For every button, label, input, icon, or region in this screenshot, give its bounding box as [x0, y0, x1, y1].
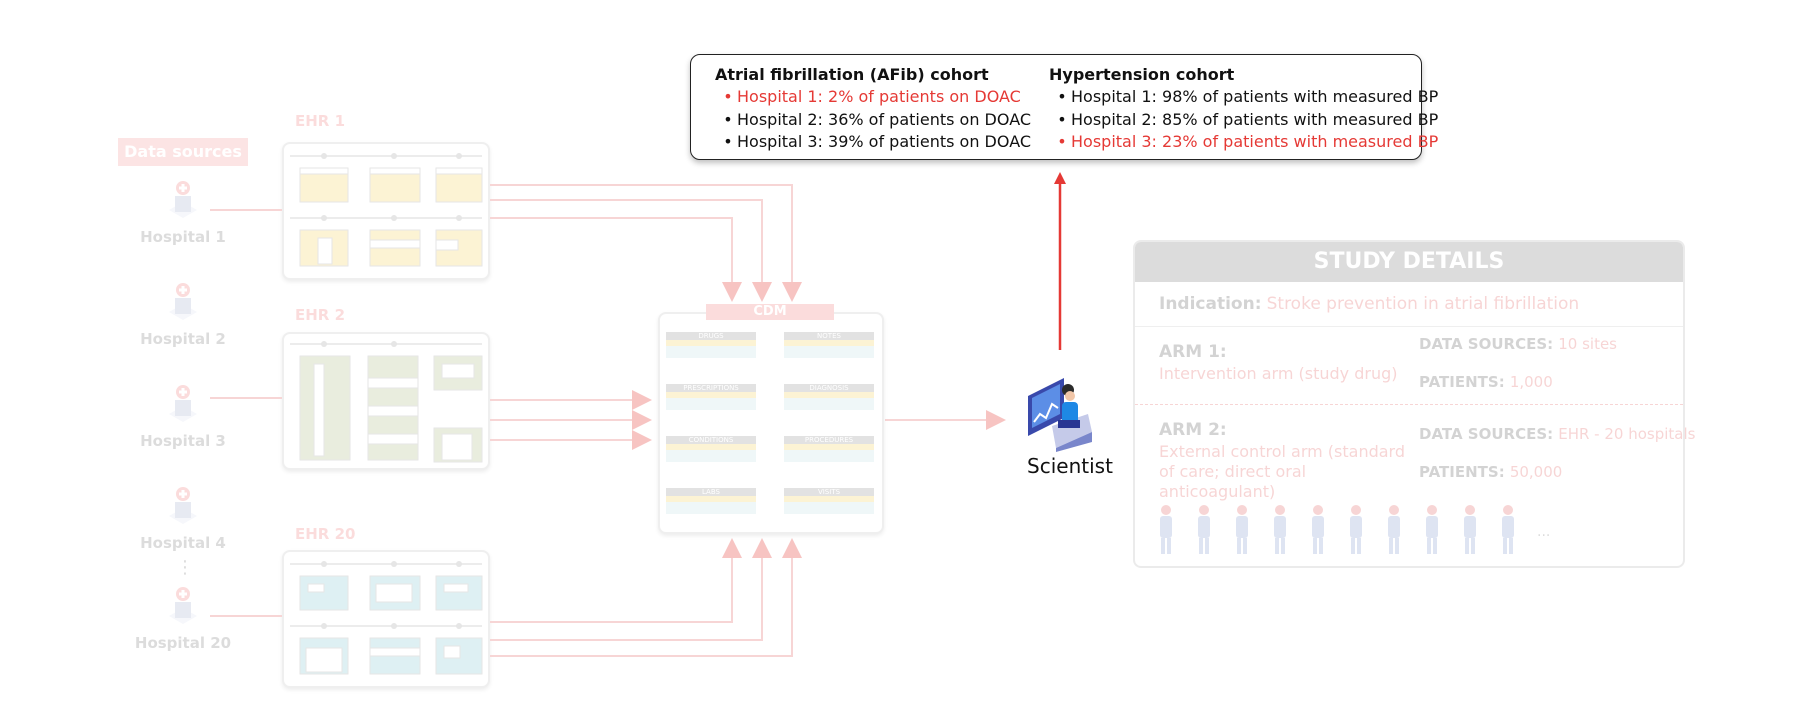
patient-icon	[1198, 505, 1210, 554]
hospital-label: Hospital 1	[140, 228, 226, 246]
arm2-label: ARM 2:	[1159, 420, 1227, 440]
bullet: •	[723, 87, 733, 106]
bullet: •	[723, 109, 733, 129]
hypertension-cohort-item-text: Hospital 2: 85% of patients with measure…	[1071, 109, 1439, 129]
hospital-icon	[169, 283, 197, 320]
afib-cohort-item: •Hospital 2: 36% of patients on DOAC	[715, 109, 1031, 132]
cdm-table: LABS	[666, 488, 756, 514]
arm2-sources-value: EHR - 20 hospitals	[1558, 425, 1696, 443]
cdm-label: CDM	[706, 304, 834, 320]
ehr-1-title: EHR 1	[295, 112, 346, 130]
arm2-patients-label: PATIENTS:	[1419, 463, 1505, 481]
ehr-20-title: EHR 20	[295, 525, 356, 543]
arm2-sources-label: DATA SOURCES:	[1419, 425, 1554, 443]
arm2-desc: External control arm (standard of care; …	[1159, 442, 1405, 501]
ehr-2-tables	[290, 341, 483, 463]
patient-icon	[1388, 505, 1400, 554]
hospital-label: Hospital 2	[140, 330, 226, 348]
patient-icon	[1464, 505, 1476, 554]
ehr-20-tables	[290, 561, 483, 675]
ehr-1-panel	[282, 142, 490, 280]
hospital-label: Hospital 20	[134, 634, 232, 652]
ehr-2-title: EHR 2	[295, 306, 346, 324]
hospital-icon	[169, 385, 197, 422]
patient-icon	[1274, 505, 1286, 554]
hypertension-cohort-item: •Hospital 2: 85% of patients with measur…	[1049, 109, 1438, 132]
bullet: •	[1057, 109, 1067, 129]
scientist-label: Scientist	[1027, 454, 1113, 478]
cdm-table-name: PRESCRIPTIONS	[666, 384, 756, 392]
patient-icon	[1236, 505, 1248, 554]
arm1-patients-value: 1,000	[1509, 373, 1553, 391]
arm1-sources-value: 10 sites	[1558, 335, 1617, 353]
ehr-2-panel	[282, 332, 490, 470]
cdm-table-name: VISITS	[784, 488, 874, 496]
hospital-label: Hospital 3	[140, 432, 226, 450]
cdm-table: NOTES	[784, 332, 874, 358]
afib-cohort-item-text: Hospital 1: 2% of patients on DOAC	[737, 87, 1021, 106]
indication-value: Stroke prevention in atrial fibrillation	[1266, 294, 1580, 314]
cdm-table-name: CONDITIONS	[666, 436, 756, 444]
hypertension-cohort-list: •Hospital 1: 98% of patients with measur…	[1049, 86, 1438, 154]
bullet: •	[1057, 132, 1067, 151]
hospital-ellipsis: ⋮	[176, 557, 194, 578]
ehr-1-tables	[290, 153, 483, 267]
study-details-title: STUDY DETAILS	[1135, 242, 1683, 282]
arm1-patients-label: PATIENTS:	[1419, 373, 1505, 391]
study-details-panel: STUDY DETAILS Indication: Stroke prevent…	[1133, 240, 1695, 568]
patient-icon	[1350, 505, 1362, 554]
cdm-table: PROCEDURES	[784, 436, 874, 462]
patients-ellipsis: ...	[1537, 524, 1551, 540]
cdm-table: DRUGS	[666, 332, 756, 358]
cdm-table: CONDITIONS	[666, 436, 756, 462]
afib-cohort-item: •Hospital 3: 39% of patients on DOAC	[715, 131, 1031, 154]
cdm-table-name: PROCEDURES	[784, 436, 874, 444]
indication-label: Indication:	[1159, 294, 1262, 314]
afib-cohort-list: •Hospital 1: 2% of patients on DOAC•Hosp…	[715, 86, 1031, 154]
bullet: •	[1057, 87, 1067, 106]
arm1-desc: Intervention arm (study drug)	[1159, 364, 1398, 383]
patient-icon	[1312, 505, 1324, 554]
patient-icon	[1426, 505, 1438, 554]
cdm-table: DIAGNOSIS	[784, 384, 874, 410]
hospital-icon	[169, 181, 197, 218]
hospital-icon	[169, 487, 197, 524]
cdm-table-name: LABS	[666, 488, 756, 496]
hypertension-cohort-item-text: Hospital 3: 23% of patients with measure…	[1071, 132, 1439, 151]
afib-cohort-item-text: Hospital 2: 36% of patients on DOAC	[737, 109, 1032, 129]
cdm-table-name: DRUGS	[666, 332, 756, 340]
hypertension-cohort-item: •Hospital 3: 23% of patients with measur…	[1049, 131, 1438, 154]
hypertension-cohort-item-text: Hospital 1: 98% of patients with measure…	[1071, 87, 1439, 106]
arm1-sources-label: DATA SOURCES:	[1419, 335, 1554, 353]
afib-cohort: Atrial fibrillation (AFib) cohort •Hospi…	[715, 65, 1031, 154]
afib-cohort-item-text: Hospital 3: 39% of patients on DOAC	[737, 132, 1032, 151]
cdm-table: VISITS	[784, 488, 874, 514]
cdm-panel	[658, 312, 884, 534]
hospital-icon	[169, 587, 197, 624]
hypertension-cohort-item: •Hospital 1: 98% of patients with measur…	[1049, 86, 1438, 109]
patient-icon	[1160, 505, 1172, 554]
cdm-table-name: DIAGNOSIS	[784, 384, 874, 392]
scientist-to-callout-arrow	[1054, 172, 1066, 350]
data-sources-label: Data sources	[118, 138, 248, 166]
arm2-patients-value: 50,000	[1509, 463, 1563, 481]
ehr-20-panel	[282, 550, 490, 688]
cdm-table-name: NOTES	[784, 332, 874, 340]
patient-icon	[1502, 505, 1514, 554]
patient-figures	[1155, 504, 1535, 560]
scientist-icon	[1028, 378, 1092, 452]
cdm-table: PRESCRIPTIONS	[666, 384, 756, 410]
bullet: •	[723, 132, 733, 151]
afib-cohort-item: •Hospital 1: 2% of patients on DOAC	[715, 86, 1031, 109]
hypertension-cohort-title: Hypertension cohort	[1049, 65, 1235, 84]
afib-cohort-title: Atrial fibrillation (AFib) cohort	[715, 65, 989, 84]
cohort-callout: Atrial fibrillation (AFib) cohort •Hospi…	[690, 54, 1438, 160]
arm1-label: ARM 1:	[1159, 342, 1227, 362]
hospital-label: Hospital 4	[140, 534, 226, 552]
hypertension-cohort: Hypertension cohort •Hospital 1: 98% of …	[1049, 65, 1438, 154]
